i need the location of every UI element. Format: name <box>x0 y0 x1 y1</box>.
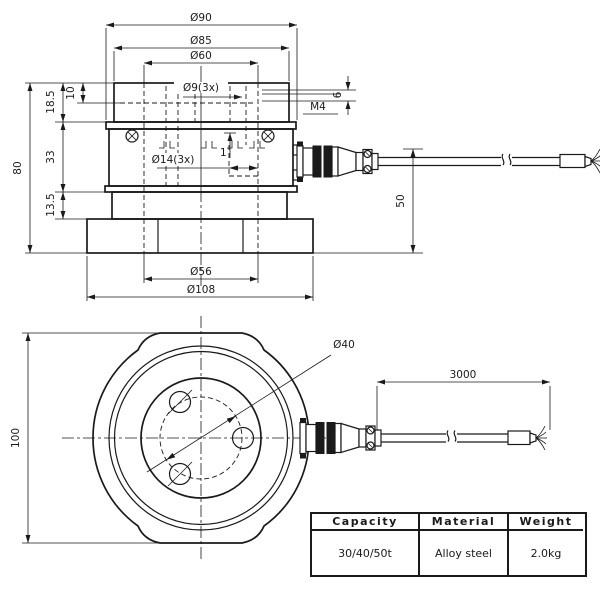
spec-header-weight: Weight <box>509 514 583 531</box>
dim-h13-5-label: 13.5 <box>45 193 57 216</box>
dim-d60-label: Ø60 <box>190 50 212 62</box>
cable-side <box>378 148 600 174</box>
dim-depth10-label: 10 <box>65 86 77 99</box>
stem <box>111 191 288 220</box>
wire-strands <box>590 148 600 174</box>
flange-circle <box>108 345 294 531</box>
dim-d56-label: Ø56 <box>190 266 212 278</box>
mounting-hole <box>168 462 192 486</box>
dim-d108-label: Ø108 <box>187 284 215 296</box>
dim-h18-5-label: 18.5 <box>45 90 57 113</box>
dim-d9-label: Ø9(3x) <box>183 82 219 94</box>
spec-value-material: Alloy steel <box>420 531 509 575</box>
bolt-circle <box>159 396 243 480</box>
dim-h80-label: 80 <box>12 161 24 174</box>
spec-header-capacity: Capacity <box>312 514 420 531</box>
body-screw-left <box>125 129 139 143</box>
dimensions-side-view: Ø90 Ø85 Ø60 Ø9(3x) 6 M4 10 <box>12 12 423 301</box>
dim-cable-length-label: 3000 <box>450 369 477 381</box>
spec-header-material: Material <box>420 514 509 531</box>
dim-gap1-label: 1 <box>220 147 227 159</box>
base <box>86 218 314 254</box>
body-screw-right <box>261 129 275 143</box>
mounting-hole <box>231 426 255 450</box>
dim-d85-label: Ø85 <box>190 35 212 47</box>
dim-d14-label: Ø14(3x) <box>152 154 195 166</box>
outer-profile <box>92 332 310 544</box>
boss-circle <box>140 377 262 499</box>
counterbore-hidden-profiles <box>159 141 265 149</box>
cap-circle <box>113 350 289 526</box>
dim-d90-label: Ø90 <box>190 12 212 24</box>
spec-table: Capacity Material Weight 30/40/50t Alloy… <box>310 512 587 577</box>
dim-h100-label: 100 <box>10 428 22 448</box>
mounting-hole <box>168 390 192 414</box>
spec-value-weight: 2.0kg <box>530 546 562 560</box>
dim-h50-label: 50 <box>395 194 407 207</box>
dim-d40: Ø40 <box>146 338 360 473</box>
plan-view: Ø40 100 <box>10 316 551 562</box>
cable-plan <box>381 425 547 451</box>
spec-value-capacity: 30/40/50t <box>312 531 420 575</box>
side-elevation-view: Ø90 Ø85 Ø60 Ø9(3x) 6 M4 10 <box>12 12 600 301</box>
dim-depth6-label: 6 <box>332 91 344 98</box>
wire-strands <box>535 425 547 451</box>
dim-d40-label: Ø40 <box>333 339 355 351</box>
dim-m4-label: M4 <box>310 101 326 113</box>
connector-assembly-side <box>296 141 600 182</box>
dim-h33-label: 33 <box>45 150 57 163</box>
connector-assembly-plan <box>299 418 547 459</box>
